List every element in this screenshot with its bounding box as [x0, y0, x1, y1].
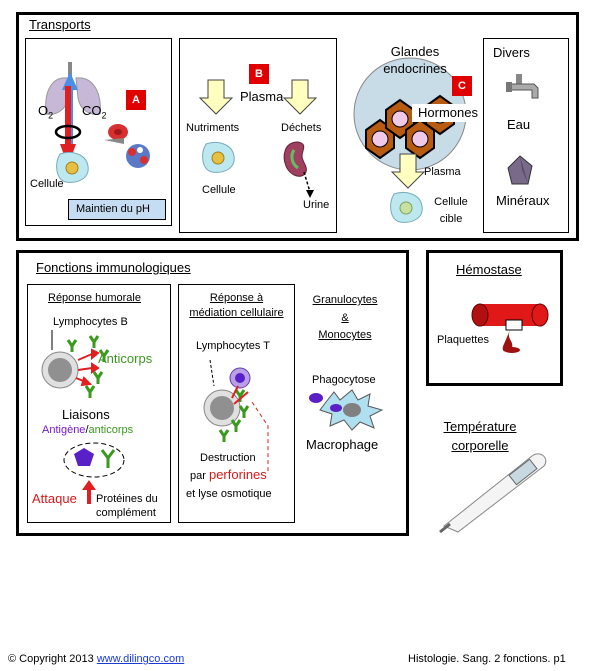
transports-title: Transports [29, 17, 91, 32]
binding-ring-icon [54, 124, 82, 140]
faucet-icon [506, 74, 539, 99]
hemostasis-title: Hémostase [456, 262, 522, 277]
waste-arrow-icon [282, 79, 318, 115]
cell-icon [56, 152, 89, 183]
hormones-label: Hormones [418, 105, 478, 120]
antigen-complex-icon [63, 442, 125, 478]
waste-label: Déchets [281, 122, 322, 134]
lungs-icon [45, 62, 101, 115]
bindings-label: Liaisons [62, 407, 110, 422]
thermometer-icon [439, 453, 547, 534]
nutrients-label: Nutriments [186, 122, 240, 134]
attack-arrow-icon [82, 480, 96, 504]
lymph-t-label: Lymphocytes T [196, 340, 270, 352]
endocrine-gland-icon [353, 57, 467, 171]
ph-label: Maintien du pH [76, 203, 150, 215]
ph-box [68, 199, 166, 220]
badge-a: A [126, 90, 146, 110]
antibodies-label: Anticorps [98, 351, 153, 366]
red-blood-cell-icon [104, 124, 150, 168]
nutrients-arrow-icon [198, 79, 234, 115]
attack-label: Attaque [32, 491, 77, 506]
gas-exchange-box [25, 38, 172, 226]
macrophage-icon [309, 389, 384, 431]
water-label: Eau [507, 117, 531, 132]
blood-vessel-icon [471, 303, 549, 353]
mineral-icon [507, 155, 533, 185]
lymph-b-label: Lymphocytes B [53, 316, 128, 328]
endocrine-arrow-icon [390, 153, 426, 189]
destruction-label: Destruction [200, 452, 256, 464]
misc-title: Divers [493, 45, 530, 60]
urine-label: Urine [303, 199, 330, 211]
hormones-box [412, 104, 478, 122]
badge-b: B [249, 64, 269, 84]
lysis-label: et lyse osmotique [186, 488, 272, 500]
immunity-title: Fonctions immunologiques [36, 260, 191, 275]
gas-cell-label: Cellule [30, 178, 64, 190]
endocrine-plasma-label: Plasma [424, 166, 461, 178]
antigen-antibody-label: Antigène/anticorps [42, 424, 134, 436]
o2-label: O2 [38, 103, 54, 121]
copyright-text: © Copyright 2013 www.dilingco.com [8, 653, 185, 665]
phago-title: Granulocytes&Monocytes [312, 294, 378, 342]
macrophage-label: Macrophage [306, 437, 379, 452]
kidney-icon [283, 141, 314, 198]
plasma-label: Plasma [240, 89, 284, 104]
perforins-line: par perforines [190, 467, 267, 482]
minerals-label: Minéraux [496, 193, 550, 208]
co2-label: CO2 [82, 103, 107, 121]
target-cell-icon [390, 192, 423, 223]
humoral-box [27, 284, 171, 523]
humoral-title: Réponse humorale [48, 292, 141, 304]
b-lymphocyte-icon [41, 330, 110, 398]
phagocytosis-label: Phagocytose [312, 374, 376, 386]
website-link[interactable]: www.dilingco.com [96, 653, 185, 665]
misc-box [483, 38, 569, 233]
page-footer-right: Histologie. Sang. 2 fonctions. p1 [408, 653, 566, 665]
badge-c: C [452, 76, 472, 96]
t-lymphocyte-icon [203, 359, 269, 472]
plasma-cell-label: Cellule [202, 184, 236, 196]
platelets-label: Plaquettes [437, 334, 489, 346]
plasma-cell-icon [202, 142, 235, 173]
